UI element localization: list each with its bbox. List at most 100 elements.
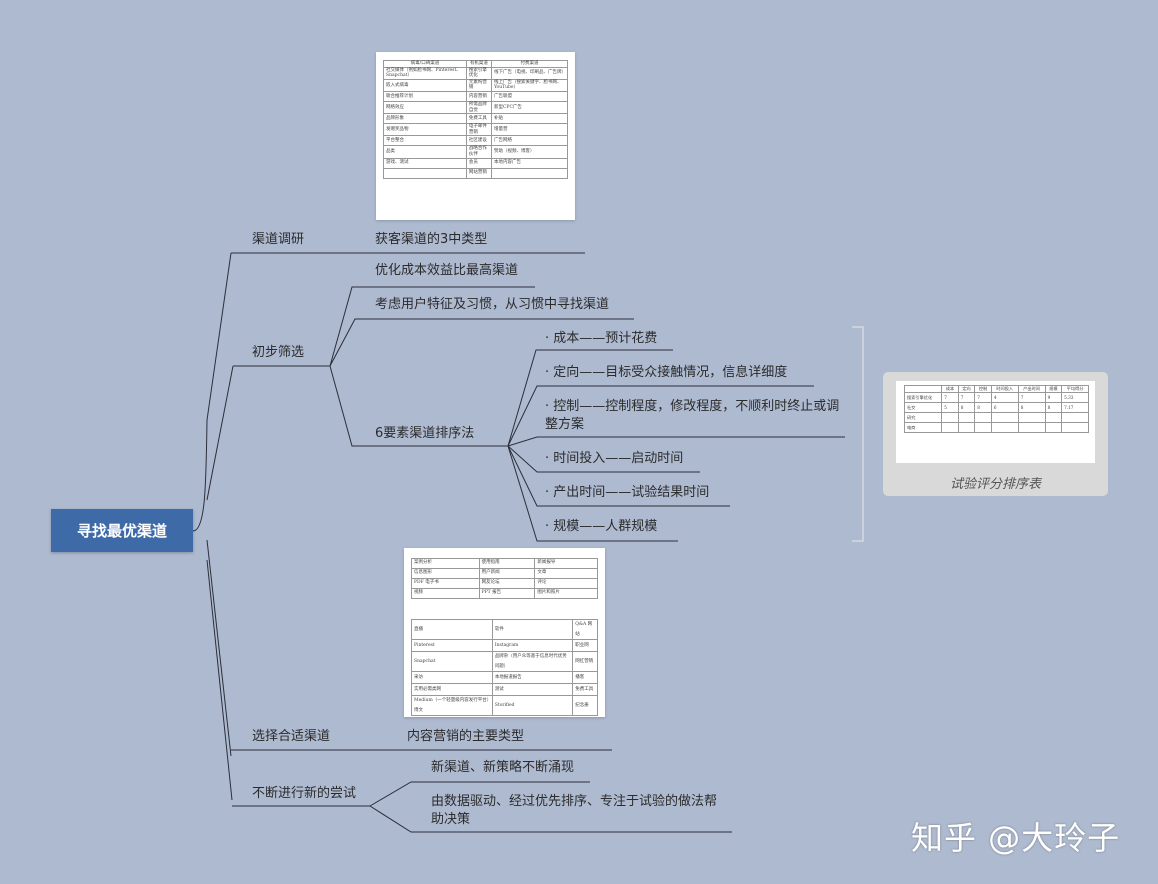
table-cell: 元素构营销 xyxy=(465,78,492,92)
factor-targeting[interactable]: · 定向——目标受众接触情况，信息详细度 xyxy=(545,365,788,380)
table-cell: 8 xyxy=(974,402,992,413)
table-cell xyxy=(990,422,1019,433)
table-cell: 本地报道报告 xyxy=(491,671,574,684)
table-cell: 直播 xyxy=(411,619,493,640)
table-cell: 广告网络 xyxy=(490,135,569,147)
table-cell: 赞助（视频、博客） xyxy=(490,145,569,159)
table-cell: 线上广告（搜索关键字、脸书网、YouTube） xyxy=(490,78,569,92)
table-cell: 新型CPC广告 xyxy=(490,100,569,115)
table-header-cell: 平均得分 xyxy=(1061,385,1089,393)
table-cell: 品牌形象 xyxy=(383,113,467,125)
table-cell: 纪念册 xyxy=(572,695,598,716)
table-cell xyxy=(1017,412,1046,423)
table-cell: Storified xyxy=(491,695,574,716)
connector-trying xyxy=(369,781,732,833)
table-row: 平台整合社区建设广告网络 xyxy=(383,135,569,147)
table-cell: 社交媒体（例如脸书网、Pinterest、Snapchat） xyxy=(383,66,467,80)
connector-factors xyxy=(507,349,845,542)
table-cell: Medium（一个轻量级内容发行平台）博文 xyxy=(411,695,493,716)
table-cell: 平台整合 xyxy=(383,135,467,147)
table-cell: 嵌入式病毒 xyxy=(383,78,467,92)
table-cell: 网红营销 xyxy=(572,651,598,672)
table-row: 网络效应所需品牌自觉新型CPC广告 xyxy=(383,100,569,115)
table-cell: 评论 xyxy=(534,578,598,589)
table-cell xyxy=(1061,422,1089,433)
node-new-channels[interactable]: 新渠道、新策略不断涌现 xyxy=(431,760,575,775)
table-cell xyxy=(1044,412,1063,423)
table-header-cell: 控制 xyxy=(974,385,992,393)
table-cell: 8 xyxy=(1044,402,1063,413)
table-cell xyxy=(990,412,1019,423)
node-user-habits[interactable]: 考虑用户特征及习惯，从习惯中寻找渠道 xyxy=(375,297,610,312)
table-cell xyxy=(1017,422,1046,433)
table-cell: 战略合作伙伴 xyxy=(465,145,492,159)
table-cell: 软件 xyxy=(491,619,574,640)
node-cost-efficiency[interactable]: 优化成本效益比最高渠道 xyxy=(375,263,519,278)
branch-research[interactable]: 渠道调研 xyxy=(252,232,305,247)
table-cell: 网站营销 xyxy=(465,167,492,179)
connector-root xyxy=(192,252,234,801)
factor-output-time[interactable]: · 产出时间——试验结果时间 xyxy=(545,485,710,500)
table-cell: 补贴 xyxy=(490,113,569,125)
table-header-cell: 有机渠道 xyxy=(465,60,492,68)
table-cell: 7 xyxy=(957,392,976,403)
root-node[interactable]: 寻找最优渠道 xyxy=(51,509,193,552)
node-six-factor-method[interactable]: 6要素渠道排序法 xyxy=(375,426,475,441)
table-cell: 采访 xyxy=(411,671,493,684)
table-cell: 联合推荐计划 xyxy=(383,90,467,102)
node-acquisition-types[interactable]: 获客渠道的3中类型 xyxy=(375,232,488,247)
table-cell: 发赠奖品物 xyxy=(383,123,467,137)
table-cell: 播客 xyxy=(572,671,598,684)
table-row: PDF 电子书网友论坛评论 xyxy=(411,578,598,589)
table-row: 嵌入式病毒元素构营销线上广告（搜索关键字、脸书网、YouTube） xyxy=(383,78,569,92)
table-row: 采访本地报道报告播客 xyxy=(411,671,598,684)
channel-types-table-image: 病毒/口碑渠道有机渠道付费渠道 社交媒体（例如脸书网、Pinterest、Sna… xyxy=(376,52,575,220)
table-cell xyxy=(974,412,992,423)
branch-screening[interactable]: 初步筛选 xyxy=(252,345,305,360)
table-cell: Instagram xyxy=(491,639,574,652)
factor-cost[interactable]: · 成本——预计花费 xyxy=(545,331,658,346)
table-cell: 7.17 xyxy=(1061,402,1089,413)
connector-screening xyxy=(329,286,634,447)
node-content-marketing-types[interactable]: 内容营销的主要类型 xyxy=(407,729,525,744)
table-cell xyxy=(1061,412,1089,423)
score-table-caption: 试验评分排序表 xyxy=(949,477,1041,492)
table-cell xyxy=(941,422,959,433)
factor-control[interactable]: · 控制——控制程度，修改程度，不顺利时终止或调整方案 xyxy=(545,399,840,432)
branch-trying[interactable]: 不断进行新的尝试 xyxy=(252,786,357,801)
table-cell: 7 xyxy=(1017,392,1046,403)
table-cell: 研究 xyxy=(903,412,943,423)
table-cell xyxy=(957,412,976,423)
table-cell: 实用必需类网 xyxy=(411,683,493,696)
table-cell: 搜索引擎优化 xyxy=(465,66,492,80)
table-cell xyxy=(383,167,467,179)
branch-choose[interactable]: 选择合适渠道 xyxy=(252,729,331,744)
table-cell: 测试 xyxy=(491,683,574,696)
factor-bracket xyxy=(852,326,864,542)
table-row: 网站营销 xyxy=(383,167,569,179)
table-row: 案例分析使用指南新闻报导 xyxy=(411,558,598,569)
table-cell: Snapchat xyxy=(411,651,493,672)
table-cell: 广告联盟 xyxy=(490,90,569,102)
table-cell: 电子邮件营销 xyxy=(465,123,492,137)
factor-scale[interactable]: · 规模——人群规模 xyxy=(545,519,658,534)
table-cell: PPT 报告 xyxy=(478,588,536,599)
table-cell: 8 xyxy=(957,402,976,413)
factor-time-input[interactable]: · 时间投入——启动时间 xyxy=(545,451,684,466)
table-cell: 信息图形 xyxy=(411,568,480,579)
table-cell: 游戏、测试 xyxy=(383,157,467,169)
table-cell: 网络效应 xyxy=(383,100,467,115)
table-cell: Pinterest xyxy=(411,639,493,652)
node-data-driven[interactable]: 由数据驱动、经过优先排序、专注于试验的做法帮助决策 xyxy=(431,794,718,827)
table-cell: 社区建设 xyxy=(465,135,492,147)
table-cell xyxy=(957,422,976,433)
table-row: 实用必需类网测试免费工具 xyxy=(411,683,598,696)
table-cell xyxy=(974,422,992,433)
table-header-cell: 付费渠道 xyxy=(490,60,569,68)
